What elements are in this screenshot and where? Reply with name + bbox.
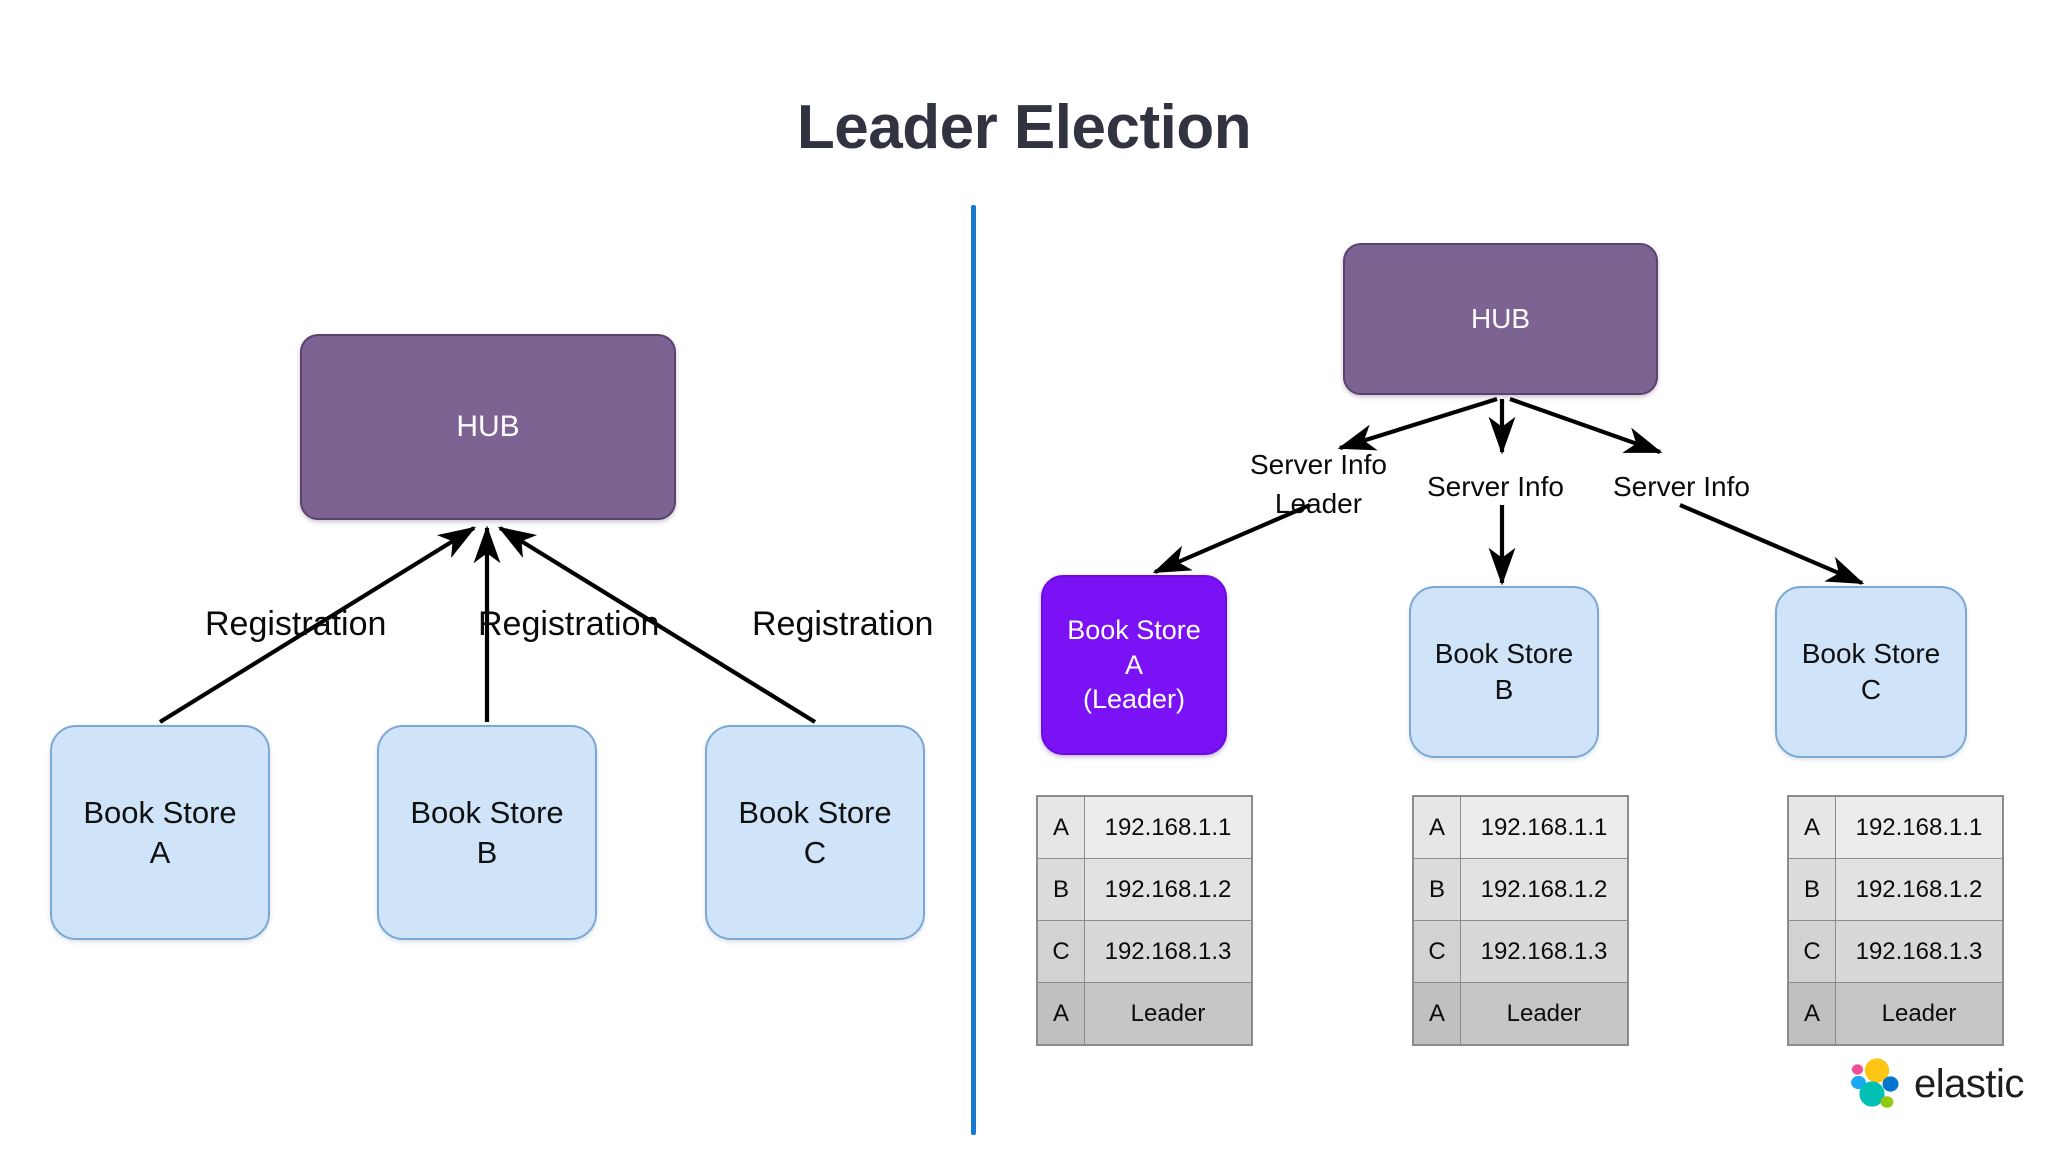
table-row: C 192.168.1.3 (1787, 920, 2004, 983)
store-label-line1: Book Store (83, 794, 237, 830)
edge-label-server-info-b: Server Info (1427, 468, 1564, 507)
store-label-line2: C (1860, 674, 1882, 705)
brand-wordmark: elastic (1914, 1062, 2024, 1106)
edge-label-line1: Server Info (1427, 471, 1564, 502)
store-label-line2: B (476, 834, 498, 870)
store-label-line1: Book Store (1067, 615, 1201, 646)
edge-label-server-info-a: Server Info Leader (1250, 446, 1387, 523)
table-row: A Leader (1036, 982, 1253, 1046)
table-cell-key: A (1787, 795, 1836, 859)
page-title: Leader Election (796, 93, 1252, 162)
table-row: B 192.168.1.2 (1787, 858, 2004, 921)
table-row: B 192.168.1.2 (1412, 858, 1629, 921)
store-label-line2: B (1494, 674, 1514, 705)
table-cell-value: 192.168.1.1 (1835, 795, 2004, 859)
table-row: A Leader (1787, 982, 2004, 1046)
table-cell-value: 192.168.1.1 (1084, 795, 1253, 859)
book-store-a-left[interactable]: Book Store A (50, 725, 270, 940)
store-label-line2: A (149, 834, 171, 870)
book-store-b-right[interactable]: Book Store B (1409, 586, 1599, 758)
table-cell-key: A (1412, 982, 1461, 1046)
store-label-line1: Book Store (738, 794, 892, 830)
store-label-line1: Book Store (1434, 638, 1574, 670)
table-cell-value: Leader (1460, 982, 1629, 1046)
table-cell-key: A (1412, 795, 1461, 859)
table-cell-key: B (1787, 858, 1836, 921)
book-store-b-left[interactable]: Book Store B (377, 725, 597, 940)
table-cell-key: A (1036, 795, 1085, 859)
table-cell-value: 192.168.1.3 (1460, 920, 1629, 983)
book-store-c-left[interactable]: Book Store C (705, 725, 925, 940)
table-row: A 192.168.1.1 (1036, 795, 1253, 859)
edge-label-line1: Server Info (1250, 449, 1387, 480)
hub-label: HUB (456, 409, 520, 443)
table-cell-value: 192.168.1.2 (1460, 858, 1629, 921)
table-cell-value: 192.168.1.1 (1460, 795, 1629, 859)
brand-lockup: elastic (1848, 1058, 2024, 1110)
edge-label-registration-c: Registration (752, 605, 934, 643)
table-row: A 192.168.1.1 (1412, 795, 1629, 859)
table-cell-key: C (1412, 920, 1461, 983)
table-cell-value: 192.168.1.3 (1084, 920, 1253, 983)
store-label-line3: (Leader) (1082, 684, 1186, 715)
elastic-logo-icon (1851, 1058, 1899, 1108)
table-cell-key: B (1412, 858, 1461, 921)
table-cell-value: 192.168.1.2 (1835, 858, 2004, 921)
routing-table-c: A 192.168.1.1 B 192.168.1.2 C 192.168.1.… (1787, 795, 2004, 1046)
edge-label-line2: Leader (1274, 487, 1363, 519)
hub-node-right[interactable]: HUB (1343, 243, 1658, 395)
store-label-line2: C (803, 834, 827, 870)
table-row: C 192.168.1.3 (1412, 920, 1629, 983)
table-cell-key: C (1787, 920, 1836, 983)
hub-label: HUB (1470, 303, 1531, 335)
edge-label-registration-a: Registration (205, 605, 387, 643)
table-row: A Leader (1412, 982, 1629, 1046)
edge-label-server-info-c: Server Info (1613, 468, 1750, 507)
table-cell-key: B (1036, 858, 1085, 921)
routing-table-b: A 192.168.1.1 B 192.168.1.2 C 192.168.1.… (1412, 795, 1629, 1046)
hub-node-left[interactable]: HUB (300, 334, 676, 520)
table-cell-value: 192.168.1.3 (1835, 920, 2004, 983)
book-store-a-right-leader[interactable]: Book Store A (Leader) (1041, 575, 1227, 755)
table-row: A 192.168.1.1 (1787, 795, 2004, 859)
table-cell-value: Leader (1084, 982, 1253, 1046)
book-store-c-right[interactable]: Book Store C (1775, 586, 1967, 758)
table-cell-key: A (1787, 982, 1836, 1046)
table-row: B 192.168.1.2 (1036, 858, 1253, 921)
edge-label-line1: Server Info (1613, 471, 1750, 502)
table-row: C 192.168.1.3 (1036, 920, 1253, 983)
panel-divider (971, 205, 976, 1135)
store-label-line1: Book Store (410, 794, 564, 830)
store-label-line1: Book Store (1801, 638, 1941, 670)
table-cell-key: A (1036, 982, 1085, 1046)
routing-table-a: A 192.168.1.1 B 192.168.1.2 C 192.168.1.… (1036, 795, 1253, 1046)
edge-label-registration-b: Registration (478, 605, 660, 643)
table-cell-value: Leader (1835, 982, 2004, 1046)
table-cell-value: 192.168.1.2 (1084, 858, 1253, 921)
store-label-line2: A (1124, 649, 1143, 680)
table-cell-key: C (1036, 920, 1085, 983)
